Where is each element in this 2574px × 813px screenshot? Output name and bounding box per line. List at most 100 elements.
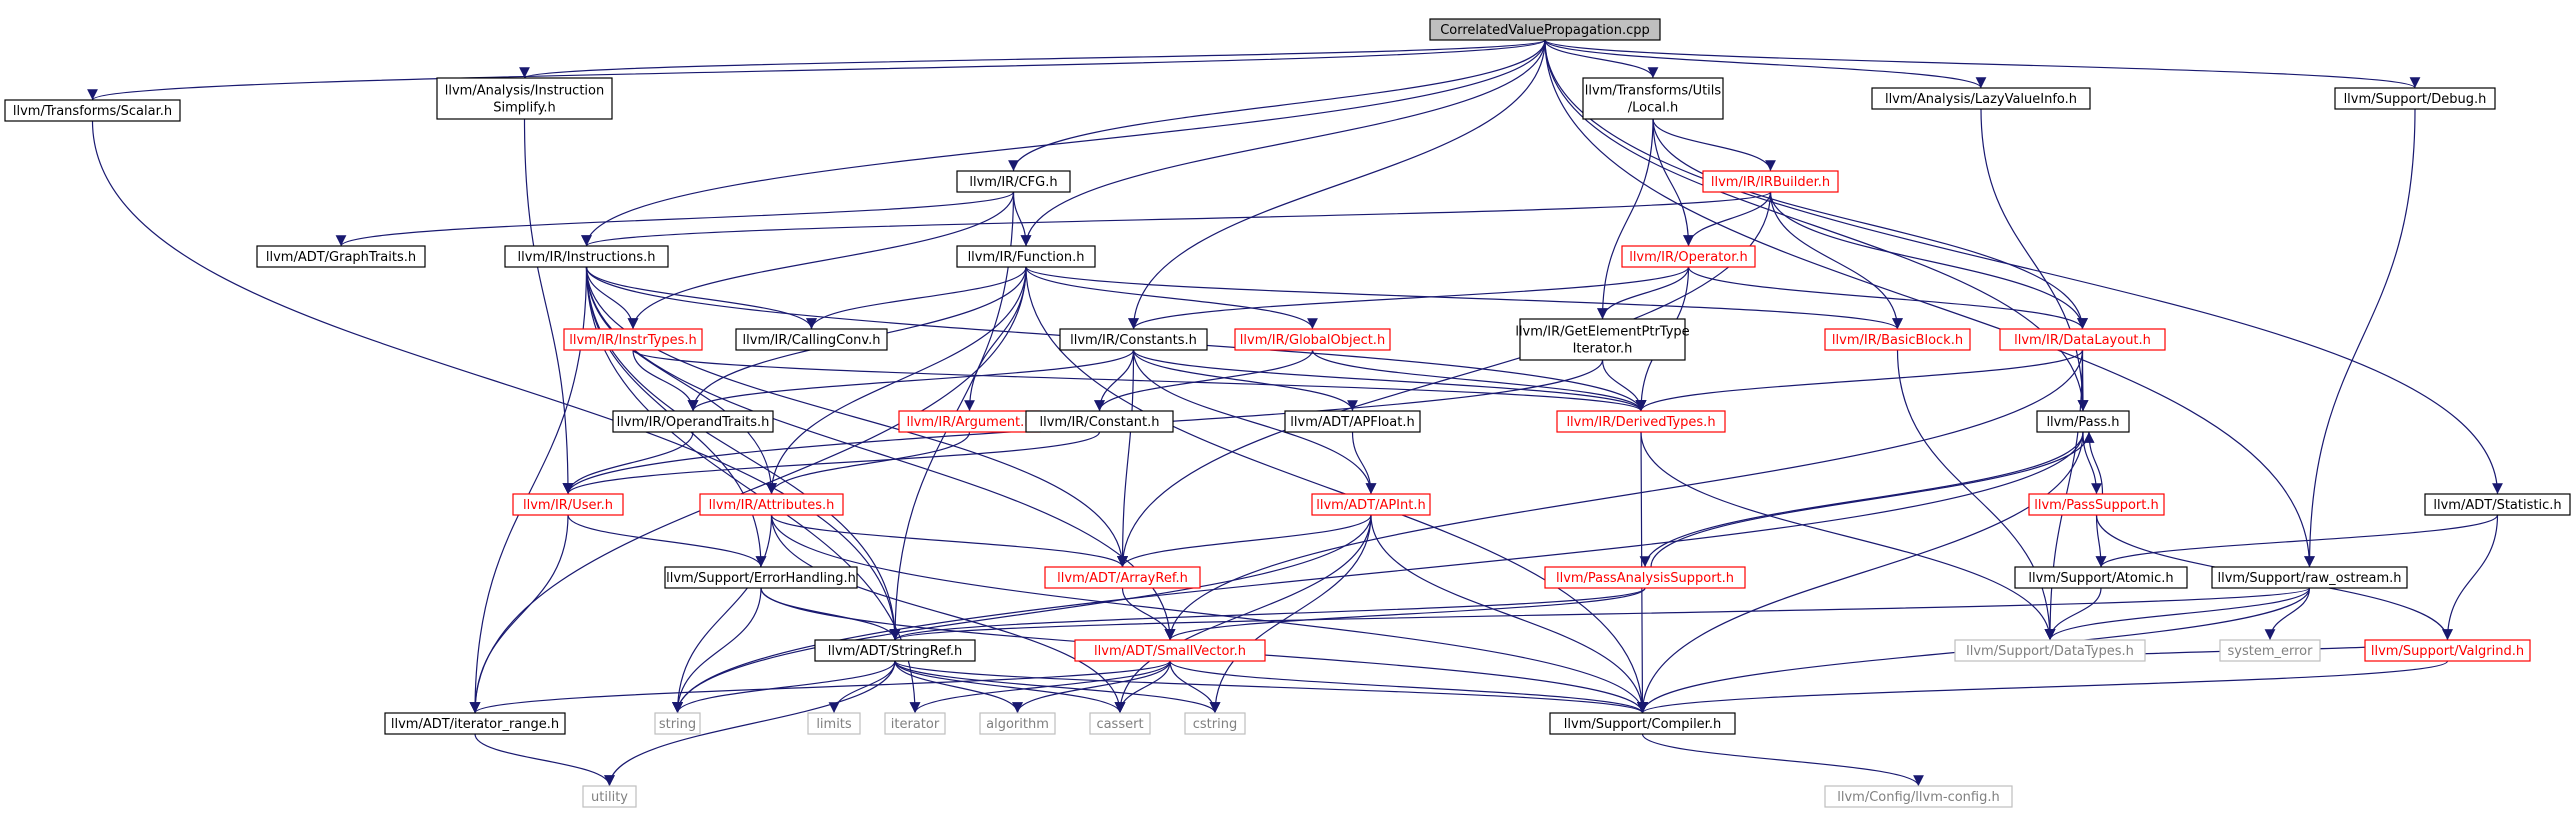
node-user[interactable]: llvm/IR/User.h [512, 493, 624, 516]
edge-local-to-irbuilder [1652, 118, 1776, 172]
node-box [582, 785, 637, 808]
node-constant[interactable]: llvm/IR/Constant.h [1025, 410, 1174, 433]
edge-function-to-iterrange [469, 266, 1027, 714]
node-box [2014, 566, 2188, 589]
node-statistic[interactable]: llvm/ADT/Statistic.h [2424, 493, 2571, 516]
node-globalobject[interactable]: llvm/IR/GlobalObject.h [1234, 328, 1391, 351]
node-root[interactable]: CorrelatedValuePropagation.cpp [1429, 18, 1661, 41]
node-box [1549, 712, 1736, 735]
node-scalar[interactable]: llvm/Transforms/Scalar.h [4, 99, 181, 122]
node-label: llvm/IR/CallingConv.h [743, 333, 881, 348]
node-label: llvm/IR/User.h [523, 498, 613, 513]
edge-arrow [1132, 349, 1377, 495]
edge-function-to-attributes [766, 266, 1027, 495]
node-box [1025, 410, 1174, 433]
node-label: system_error [2228, 644, 2314, 659]
node-label: limits [816, 717, 852, 732]
node-attributes[interactable]: llvm/IR/Attributes.h [699, 493, 844, 516]
edge-arrow [632, 349, 1647, 412]
edge-operator-to-constants [1128, 266, 1690, 330]
node-local[interactable]: llvm/Transforms/Utils/Local.h [1582, 77, 1724, 120]
node-instrtypes[interactable]: llvm/IR/InstrTypes.h [563, 328, 703, 351]
node-stringref[interactable]: llvm/ADT/StringRef.h [814, 639, 976, 662]
edge-apint-to-cassert [1114, 514, 1372, 714]
node-apfloat[interactable]: llvm/ADT/APFloat.h [1284, 410, 1421, 433]
node-lvi[interactable]: llvm/Analysis/LazyValueInfo.h [1871, 87, 2091, 110]
node-box [1284, 410, 1421, 433]
node-apint[interactable]: llvm/ADT/APInt.h [1311, 493, 1431, 516]
node-function[interactable]: llvm/IR/Function.h [956, 245, 1096, 268]
node-arrayref[interactable]: llvm/ADT/ArrayRef.h [1044, 566, 1201, 589]
edge-arrow [562, 431, 1101, 495]
node-instructions[interactable]: llvm/IR/Instructions.h [504, 245, 669, 268]
edge-arrow [672, 514, 773, 714]
edge-arrow [1117, 349, 1135, 568]
node-label: llvm/Analysis/LazyValueInfo.h [1885, 92, 2077, 107]
node-operandtraits[interactable]: llvm/IR/OperandTraits.h [612, 410, 774, 433]
node-derivedtypes[interactable]: llvm/IR/DerivedTypes.h [1556, 410, 1726, 433]
edge-arrow [2082, 431, 2102, 495]
node-graphtraits[interactable]: llvm/ADT/GraphTraits.h [256, 245, 426, 268]
node-passanalysis[interactable]: llvm/PassAnalysisSupport.h [1544, 566, 1746, 589]
edge-local-to-operator [1652, 118, 1694, 247]
edge-valgrind-to-compiler [1637, 660, 2449, 714]
node-cstring: cstring [1184, 712, 1246, 735]
edge-arrow [760, 587, 901, 641]
node-label: llvm/Transforms/Utils [1585, 84, 1722, 99]
edge-arrow [1597, 266, 1690, 320]
edge-arrow [909, 660, 1171, 714]
node-smallvector[interactable]: llvm/ADT/SmallVector.h [1074, 639, 1266, 662]
node-rawostream[interactable]: llvm/Support/raw_ostream.h [2211, 566, 2408, 589]
node-box [563, 328, 703, 351]
node-debug[interactable]: llvm/Support/Debug.h [2334, 87, 2496, 110]
node-basicblock[interactable]: llvm/IR/BasicBlock.h [1824, 328, 1971, 351]
node-atomic[interactable]: llvm/Support/Atomic.h [2014, 566, 2188, 589]
node-iterrange[interactable]: llvm/ADT/iterator_range.h [384, 712, 566, 735]
edge-root-to-cfg [1008, 39, 1546, 172]
node-callingconv[interactable]: llvm/IR/CallingConv.h [735, 328, 888, 351]
node-box [612, 410, 774, 433]
edge-arrow [581, 191, 1772, 247]
edge-arrow [1652, 118, 1694, 247]
node-errorhandling[interactable]: llvm/Support/ErrorHandling.h [664, 566, 858, 589]
edge-instsimp-to-user [523, 118, 574, 495]
node-argument[interactable]: llvm/IR/Argument.h [898, 410, 1041, 433]
node-cfg[interactable]: llvm/IR/CFG.h [956, 170, 1071, 193]
node-label: cstring [1193, 717, 1237, 732]
node-valgrind[interactable]: llvm/Support/Valgrind.h [2364, 639, 2531, 662]
node-box [1519, 318, 1686, 361]
edge-arrow [1164, 587, 1646, 641]
edge-arrow [581, 39, 1546, 247]
edge-stringref-to-cassert [894, 660, 1126, 714]
edge-smallvector-to-algorithm [1012, 660, 1171, 714]
edge-arrow [1639, 431, 2084, 568]
node-label: llvm/PassAnalysisSupport.h [1556, 571, 1734, 586]
node-box [699, 493, 844, 516]
node-label: llvm/IR/CFG.h [969, 175, 1057, 190]
node-passsupport[interactable]: llvm/PassSupport.h [2028, 493, 2165, 516]
edge-arrow [687, 349, 1135, 412]
node-box [1999, 328, 2166, 351]
node-constants[interactable]: llvm/IR/Constants.h [1059, 328, 1208, 351]
node-datalayout[interactable]: llvm/IR/DataLayout.h [1999, 328, 2166, 351]
node-pass[interactable]: llvm/Pass.h [2036, 410, 2130, 433]
edge-apfloat-to-apint [1351, 431, 1377, 495]
edge-arrow [770, 514, 1648, 714]
node-operator[interactable]: llvm/IR/Operator.h [1621, 245, 1756, 268]
edge-arrow [1012, 660, 1171, 714]
node-box [654, 712, 701, 735]
edge-root-to-rawostream [1544, 39, 2315, 568]
edge-smallvector-to-cassert [1114, 660, 1171, 714]
edge-arrow [585, 266, 777, 495]
edge-arrow [91, 120, 901, 641]
node-compiler[interactable]: llvm/Support/Compiler.h [1549, 712, 1736, 735]
node-irbuilder[interactable]: llvm/IR/IRBuilder.h [1702, 170, 1839, 193]
edge-attributes-to-string [672, 514, 773, 714]
edge-arrow [1351, 431, 1377, 495]
edge-smallvector-to-iterrange [469, 660, 1171, 714]
node-label: llvm/IR/DerivedTypes.h [1566, 415, 1715, 430]
edge-stringref-to-limits [828, 660, 896, 714]
node-label: llvm/ADT/APFloat.h [1290, 415, 1414, 430]
